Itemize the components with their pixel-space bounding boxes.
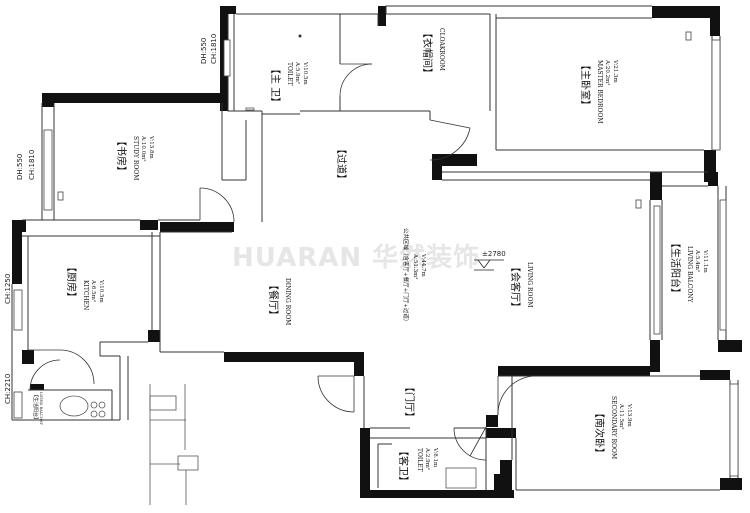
living-balcony-volume: V:11.1m	[702, 249, 708, 274]
kitchen-en: KITCHEN	[82, 280, 89, 310]
room-living: 【会客厅】 LIVING ROOM	[509, 262, 533, 312]
dim-top-ch: CH:1810	[210, 34, 218, 64]
socket-mark	[685, 31, 692, 41]
room-small-balcony: 【生活阳台】 LIVING BALCONY	[32, 392, 43, 426]
study-area: A:10.0m²	[140, 135, 147, 162]
room-toilet-main: 【主 卫】 TOILET A:5.9m² V:10.5m	[269, 61, 308, 107]
dim-kitchen-ch: CH:1250	[4, 274, 12, 304]
toilet-main-volume: V:10.5m	[302, 61, 308, 86]
toilet-main-en: TOILET	[286, 62, 293, 86]
living-balcony-area: A:5.4m²	[694, 249, 701, 272]
dim-study-dh: DH:550	[16, 154, 24, 180]
study-volume: V:13.8m	[148, 135, 154, 160]
room-cloakroom: 【衣帽间】 CLOAKROOM	[421, 28, 445, 78]
dim-top-dh: DH:550	[200, 38, 208, 64]
room-dining: 【餐厅】 DINING ROOM	[267, 278, 291, 325]
room-public-area: 公共区域（含客厅+餐厅+门厅+过道） A:51.3m² V:44.7m	[402, 228, 426, 324]
living-balcony-cn: 【生活阳台】	[669, 238, 682, 298]
watermark: HUARAN 华然装饰	[232, 242, 480, 273]
window-dimension-labels: DH:550 CH:1810 DH:550 CH:1810 CH:1250 CH…	[4, 34, 218, 404]
dim-lower-ch: CH:2210	[4, 374, 12, 404]
toilet-guest-area: A:2.9m²	[424, 447, 431, 470]
public-area: A:51.3m²	[412, 253, 419, 280]
corridor-cn: 【过道】	[335, 144, 348, 184]
toilet-guest-en: TOILET	[416, 448, 423, 472]
master-volume: V:21.3m	[612, 59, 618, 84]
sensor-mark	[298, 34, 302, 38]
study-en: STUDY ROOM	[132, 136, 139, 180]
kitchen-volume: V:10.5m	[98, 279, 104, 304]
socket-mark-3	[57, 191, 64, 201]
socket-mark-2	[635, 199, 642, 209]
living-en: LIVING ROOM	[526, 262, 533, 308]
walls	[12, 6, 742, 498]
windows	[13, 39, 739, 477]
study-cn: 【书房】	[115, 136, 128, 176]
living-cn: 【会客厅】	[509, 262, 522, 312]
room-secondary: 【南次卧】 SECONDARY ROOM A:11.5m² V:13.9m	[593, 396, 632, 459]
kitchen-cn: 【厨房】	[65, 262, 78, 302]
small-balcony-en: LIVING BALCONY	[39, 392, 43, 426]
master-area: A:20.2m²	[604, 59, 611, 86]
secondary-area: A:11.5m²	[618, 403, 625, 430]
room-study: 【书房】 STUDY ROOM A:10.0m² V:13.8m	[115, 135, 154, 180]
room-toilet-guest: 【客卫】 TOILET A:2.9m² V:8.1m	[397, 446, 438, 486]
master-en: MASTER BEDROOM	[596, 60, 603, 124]
public-title: 公共区域（含客厅+餐厅+门厅+过道）	[402, 228, 410, 324]
room-living-balcony: 【生活阳台】 LIVING BALCONY A:5.4m² V:11.1m	[669, 238, 708, 303]
toilet-guest-volume: V:8.1m	[432, 447, 438, 468]
master-cn: 【主卧室】	[579, 60, 592, 110]
elevation-label: ±2780	[482, 250, 506, 258]
public-volume: V:44.7m	[420, 253, 426, 278]
room-corridor: 【过道】	[335, 144, 348, 184]
secondary-en: SECONDARY ROOM	[610, 396, 617, 459]
cloakroom-cn: 【衣帽间】	[421, 28, 434, 78]
room-master-bedroom: 【主卧室】 MASTER BEDROOM A:20.2m² V:21.3m	[579, 59, 618, 124]
toilet-main-cn: 【主 卫】	[269, 64, 281, 107]
entrance-cn: 【门厅】	[403, 382, 416, 422]
dining-en: DINING ROOM	[284, 278, 291, 325]
toilet-main-area: A:5.9m²	[294, 61, 301, 84]
cloakroom-en: CLOAKROOM	[438, 28, 445, 71]
fixtures	[59, 107, 477, 505]
small-balcony-cn: 【生活阳台】	[32, 392, 39, 422]
living-balcony-en: LIVING BALCONY	[686, 246, 693, 303]
dim-study-ch: CH:1810	[28, 150, 36, 180]
dining-cn: 【餐厅】	[267, 280, 280, 320]
elevation-marker: ±2780	[474, 250, 506, 271]
doors	[28, 63, 537, 461]
secondary-volume: V:13.9m	[626, 403, 632, 428]
kitchen-area: A:6.5m²	[90, 279, 97, 302]
room-kitchen: 【厨房】 KITCHEN A:6.5m² V:10.5m	[65, 262, 104, 310]
secondary-cn: 【南次卧】	[593, 408, 606, 458]
toilet-guest-cn: 【客卫】	[397, 446, 410, 486]
room-entrance: 【门厅】	[403, 382, 416, 422]
